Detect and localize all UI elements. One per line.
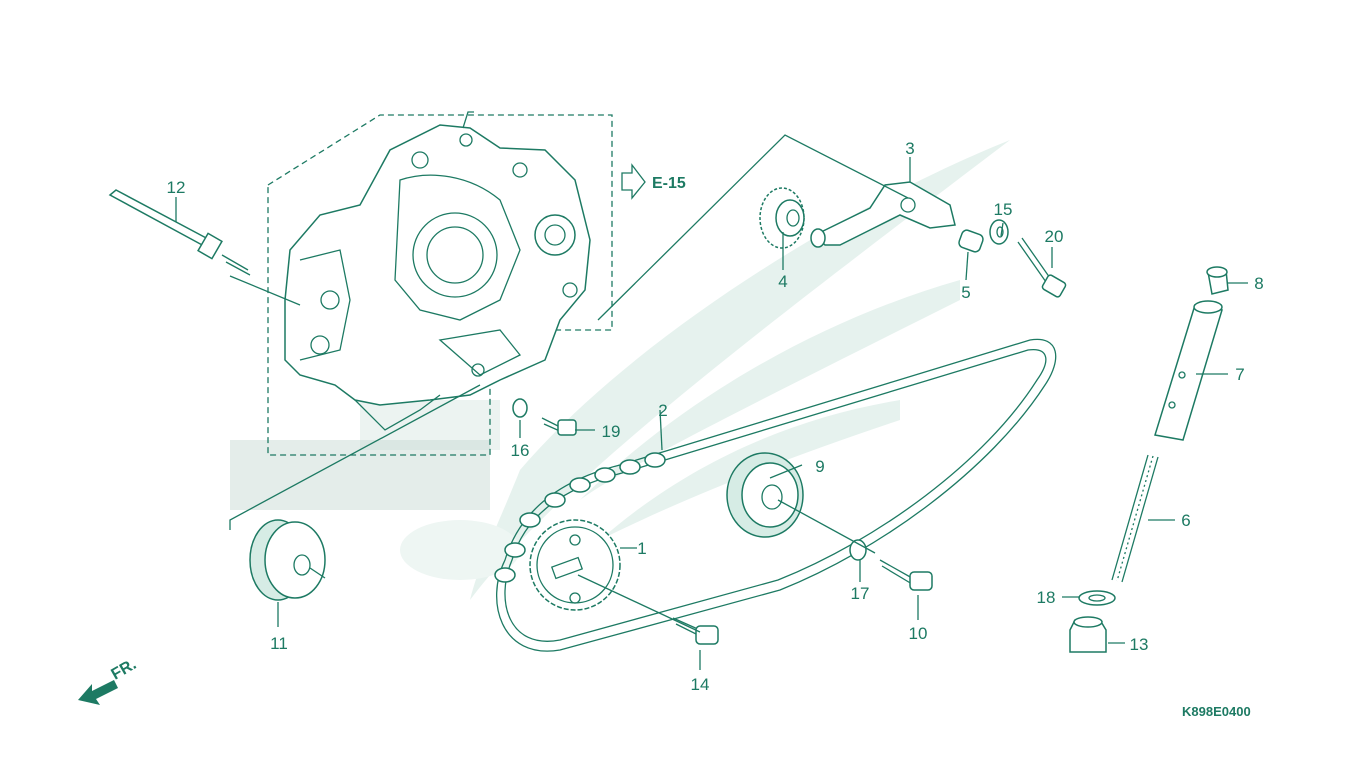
part-5-collar [958,229,984,253]
front-arrow-icon [78,680,118,705]
callout-6: 6 [1181,511,1190,530]
callout-14: 14 [691,675,710,694]
chain-links [494,452,666,583]
part-1-sprocket [529,519,621,611]
callout-1: 1 [637,539,646,558]
part-16-washer [512,398,528,418]
callout-13: 13 [1130,635,1149,654]
callout-15: 15 [994,200,1013,219]
reference-label: E-15 [652,175,686,192]
callout-5: 5 [961,283,970,302]
part-15-washer [989,219,1009,245]
part-18-washer [1078,590,1116,606]
part-4-sprocket [759,187,805,249]
part-13-plug [1069,616,1107,653]
callout-7: 7 [1235,365,1244,384]
callout-9: 9 [815,457,824,476]
callout-2: 2 [658,401,667,420]
part-19-bolt [541,417,577,436]
front-label: FR. [109,656,140,684]
callout-12: 12 [167,178,186,197]
callout-10: 10 [909,624,928,643]
callout-16: 16 [511,441,530,460]
callout-11: 11 [270,634,288,653]
part-2-cam-chain [494,338,1057,652]
part-8-cap [1206,266,1229,295]
callouts: 1 2 3 4 5 6 7 8 9 10 11 12 13 14 15 16 1… [167,139,1264,694]
part-14-bolt [672,617,719,645]
part-9-roller [726,452,804,538]
hollow-arrow-icon [621,163,646,200]
callout-17: 17 [851,584,870,603]
callout-4: 4 [778,272,787,291]
part-20-bolt [1017,237,1067,298]
callout-18: 18 [1037,588,1056,607]
reference-e15[interactable]: E-15 [621,163,686,200]
leader-lines [175,134,1248,670]
watermark-dots [230,400,500,510]
front-indicator: FR. [78,656,139,705]
part-7-lifter-body [1154,300,1223,441]
part-12-stud [108,189,251,276]
part-3-tensioner-arm [810,181,956,248]
callout-8: 8 [1254,274,1263,293]
callout-3: 3 [905,139,914,158]
callout-20: 20 [1045,227,1064,246]
callout-19: 19 [602,422,621,441]
part-17-washer [849,539,867,561]
part-10-bolt [879,559,933,591]
crankcase-body [284,111,591,431]
diagram-code: K898E0400 [1182,704,1251,719]
part-11-sprocket [249,519,326,601]
part-6-spring [1111,454,1159,583]
